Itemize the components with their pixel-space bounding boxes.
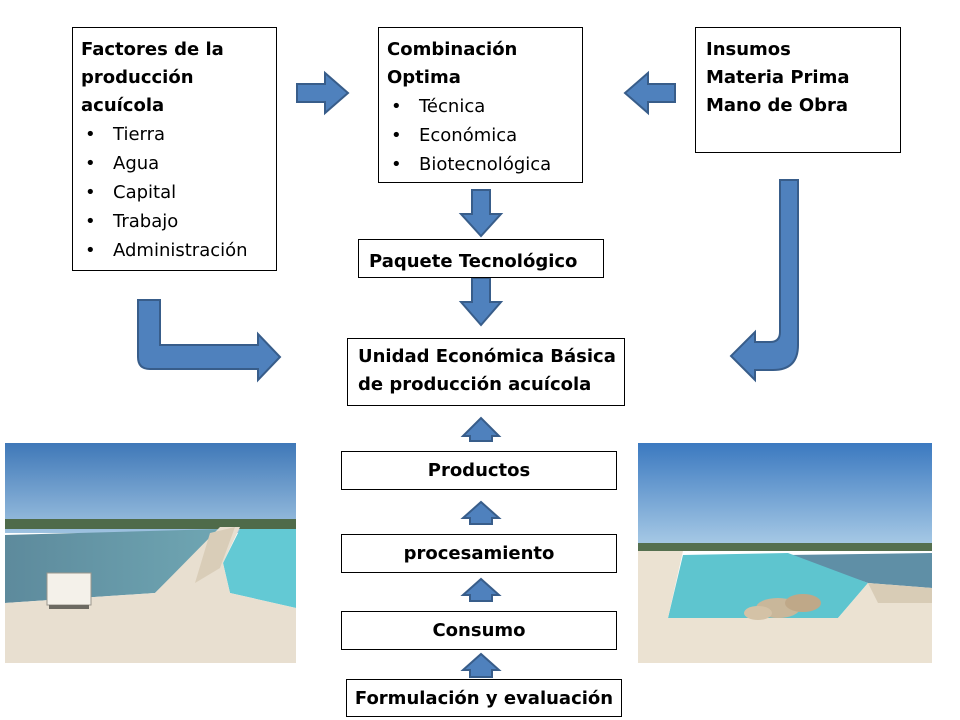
factores-item: Tierra [73,120,276,149]
insumos-line: Mano de Obra [706,95,849,116]
factores-item: Capital [73,178,276,207]
productos-label: Productos [427,460,531,481]
combinacion-item: Técnica [379,92,582,121]
unidad-label: Unidad Económica Básica de producción ac… [358,346,616,395]
arrow-bent-insumos-to-unidad [729,179,799,383]
formulacion-box: Formulación y evaluación [346,679,622,717]
arrow-up-consumo-to-procesamiento [460,577,502,602]
insumos-line: Insumos [706,39,791,60]
unidad-box: Unidad Económica Básica de producción ac… [347,338,625,406]
arrow-up-procesamiento-to-productos [460,500,502,525]
arrow-up-productos-to-unidad [460,416,502,442]
consumo-label: Consumo [432,620,526,641]
consumo-box: Consumo [341,611,617,650]
factores-item: Agua [73,149,276,178]
combinacion-item: Biotecnológica [379,150,582,179]
factores-list: Tierra Agua Capital Trabajo Administraci… [73,120,276,265]
arrow-right-factores-to-combinacion [296,70,350,116]
arrow-left-insumos-to-combinacion [623,70,676,116]
arrow-down-combinacion-to-paquete [458,189,504,238]
arrow-bent-factores-to-unidad [137,299,282,383]
paquete-box: Paquete Tecnológico [358,239,604,278]
factores-item: Administración [73,236,276,265]
pond-photo-right [638,443,932,663]
procesamiento-label: procesamiento [403,543,555,564]
factores-item: Trabajo [73,207,276,236]
combinacion-title: Combinación Optima [387,39,518,88]
combinacion-item: Económica [379,121,582,150]
factores-title: Factores de la producción acuícola [81,39,224,116]
paquete-label: Paquete Tecnológico [369,251,578,272]
combinacion-box: Combinación Optima Técnica Económica Bio… [378,27,583,183]
arrow-down-paquete-to-unidad [458,277,504,327]
insumos-line: Materia Prima [706,67,850,88]
combinacion-list: Técnica Económica Biotecnológica [379,92,582,179]
procesamiento-box: procesamiento [341,534,617,573]
pond-photo-left [5,443,296,663]
factores-box: Factores de la producción acuícola Tierr… [72,27,277,271]
formulacion-label: Formulación y evaluación [354,687,614,709]
insumos-box: Insumos Materia Prima Mano de Obra [695,27,901,153]
productos-box: Productos [341,451,617,490]
arrow-up-formulacion-to-consumo [460,652,502,678]
